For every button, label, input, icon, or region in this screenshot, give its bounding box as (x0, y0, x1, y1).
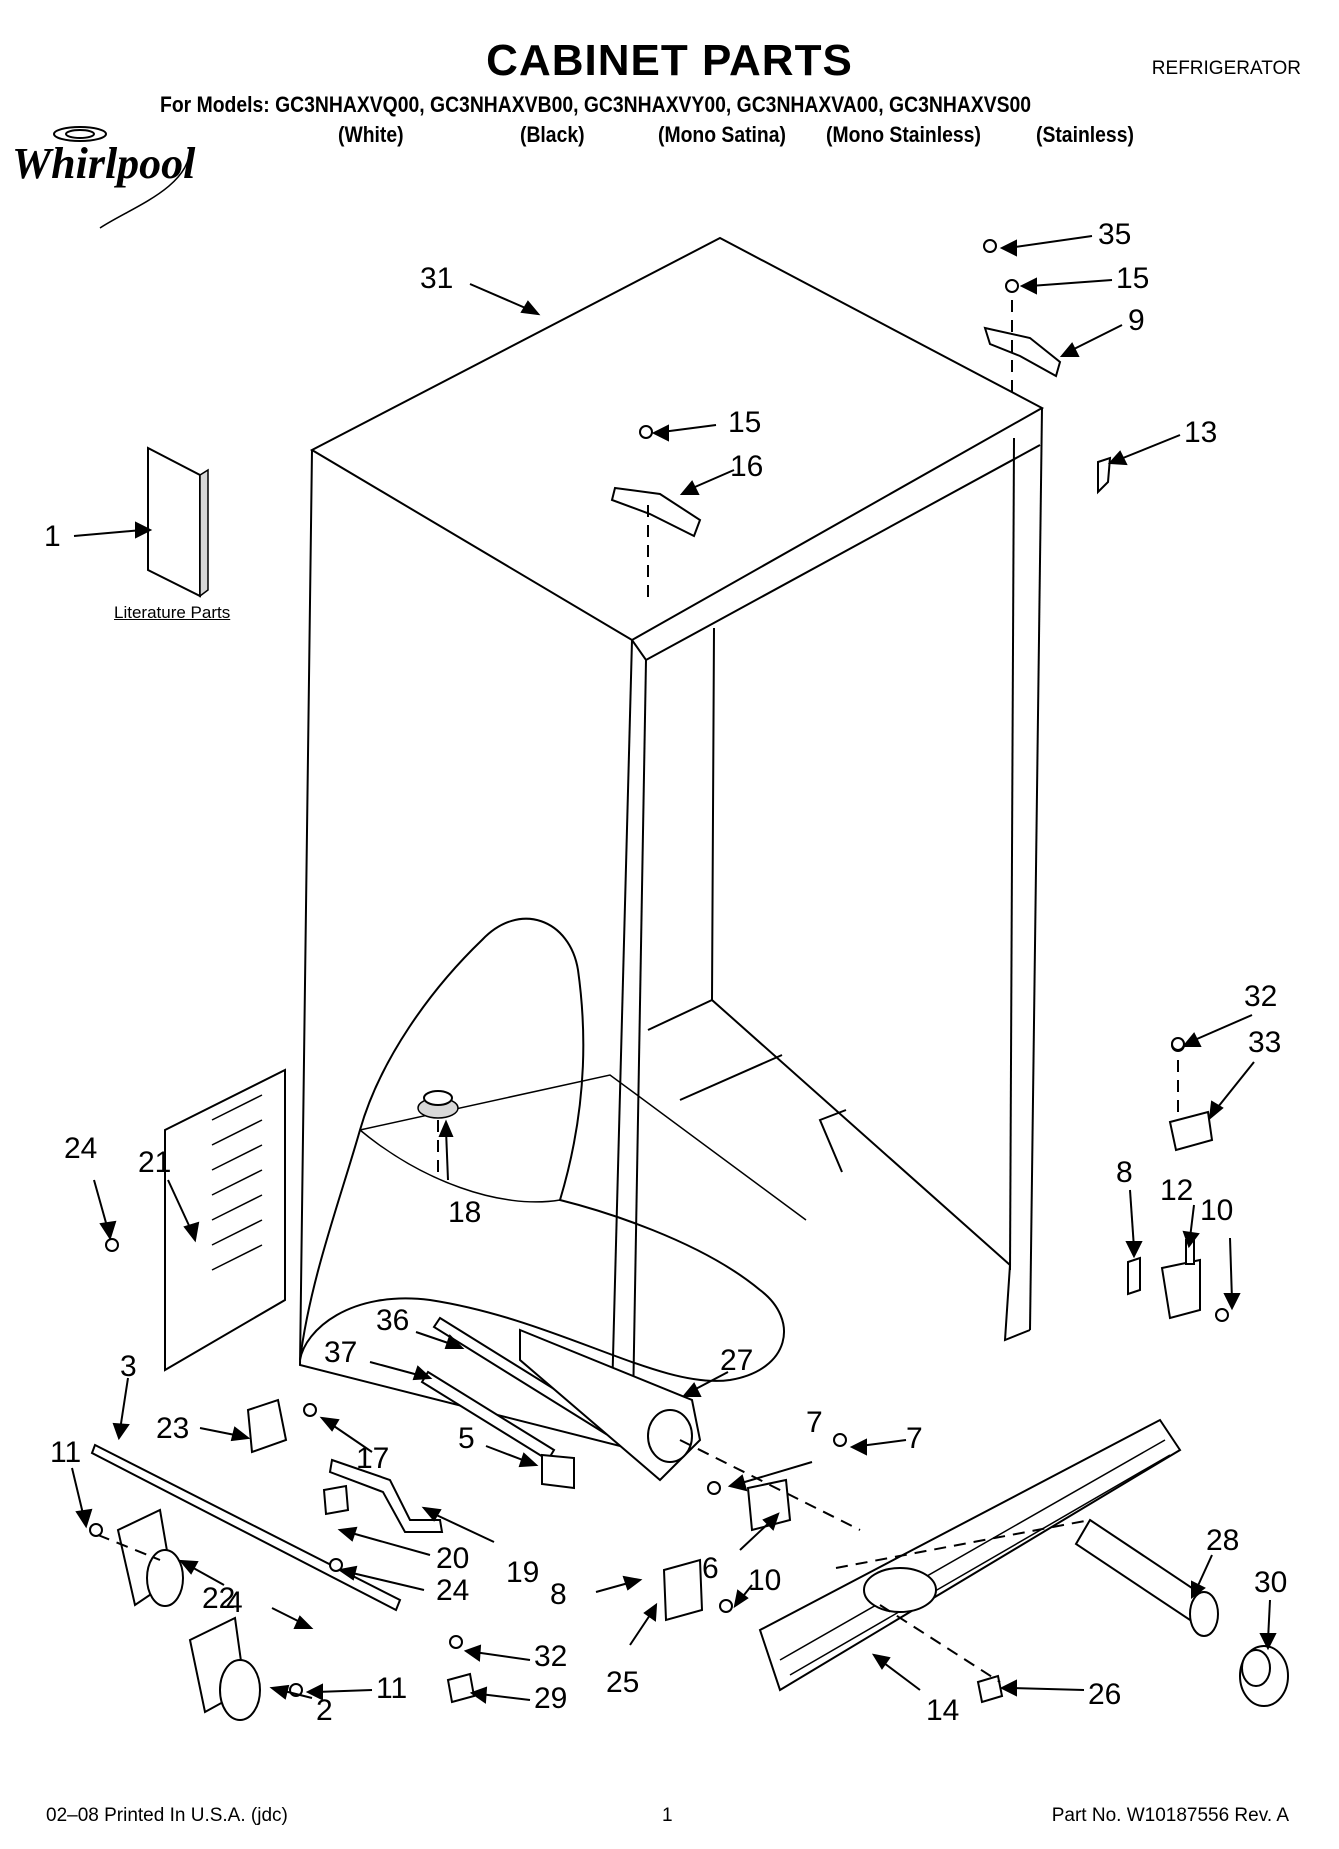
page-number: 1 (662, 1805, 673, 1826)
part-33-bracket (1168, 1110, 1214, 1152)
part-20-clip (322, 1484, 350, 1516)
callout-labels: 35 15 9 31 15 16 13 1 32 33 24 21 18 8 1… (44, 218, 1287, 1727)
part-27-water-valve (519, 1328, 702, 1482)
callout-37: 37 (324, 1336, 357, 1369)
callout-10-bottom: 10 (748, 1564, 781, 1597)
callout-1: 1 (44, 520, 61, 553)
callout-24-bottom: 24 (436, 1574, 469, 1607)
callout-4: 4 (226, 1586, 243, 1619)
callout-30: 30 (1254, 1566, 1287, 1599)
part-23-bracket (246, 1398, 288, 1454)
brand-logo: Whirlpool (12, 139, 196, 188)
page-title: CABINET PARTS (486, 36, 853, 85)
callout-35: 35 (1098, 218, 1131, 251)
variant-mono-stainless: (Mono Stainless) (826, 122, 981, 147)
callout-27: 27 (720, 1344, 753, 1377)
part-9-hinge-top (983, 326, 1062, 378)
variant-stainless: (Stainless) (1036, 122, 1134, 147)
callout-7-right: 7 (906, 1422, 923, 1455)
callout-5: 5 (458, 1422, 475, 1455)
part-21-grille (164, 1068, 286, 1372)
appliance-type: REFRIGERATOR (1151, 58, 1301, 79)
callout-6: 6 (702, 1552, 719, 1585)
callout-8-right: 8 (1116, 1156, 1133, 1189)
part-12-hinge-bottom (1160, 1239, 1201, 1320)
part-13-clip (1097, 456, 1112, 495)
callout-15-center: 15 (728, 406, 761, 439)
variant-mono-satina: (Mono Satina) (658, 122, 786, 147)
callout-8-bottom: 8 (550, 1578, 567, 1611)
callout-9: 9 (1128, 304, 1145, 337)
part-25-hinge (662, 1558, 704, 1622)
callout-2: 2 (316, 1694, 333, 1727)
callout-19: 19 (506, 1556, 539, 1589)
brand-swirl-icon (53, 126, 191, 229)
callout-33: 33 (1248, 1026, 1281, 1059)
literature-parts-label: Literature Parts (114, 603, 231, 622)
part-3-toe-rod (90, 1443, 402, 1612)
callout-36: 36 (376, 1304, 409, 1337)
model-list: For Models: GC3NHAXVQ00, GC3NHAXVB00, GC… (160, 92, 1032, 117)
callout-11-bottom: 11 (376, 1672, 407, 1705)
callout-18: 18 (448, 1196, 481, 1229)
callout-3: 3 (120, 1350, 137, 1383)
part-4-roller (116, 1508, 184, 1607)
part-29-clip (446, 1672, 476, 1704)
callout-11-left: 11 (50, 1436, 81, 1469)
callout-25: 25 (606, 1666, 639, 1699)
callout-26: 26 (1088, 1678, 1121, 1711)
callout-21: 21 (138, 1146, 171, 1179)
callout-12: 12 (1160, 1174, 1193, 1207)
print-info: 02–08 Printed In U.S.A. (jdc) (46, 1805, 288, 1826)
callout-23: 23 (156, 1412, 189, 1445)
part-1-literature-pack (147, 446, 209, 598)
callout-16: 16 (730, 450, 763, 483)
part-number: Part No. W10187556 Rev. A (1051, 1805, 1289, 1826)
part-5-filter-cover (541, 1453, 575, 1490)
part-19-tube (328, 1458, 444, 1533)
callout-22: 22 (202, 1582, 235, 1615)
callout-20: 20 (436, 1542, 469, 1575)
callout-32-bottom: 32 (534, 1640, 567, 1673)
part-26-clip (976, 1674, 1004, 1704)
callout-31: 31 (420, 262, 453, 295)
part-18-plug (417, 1090, 459, 1119)
part-30-filter-cap (1239, 1645, 1289, 1707)
variant-black: (Black) (520, 122, 585, 147)
part-28-water-filter (1074, 1518, 1219, 1637)
part-2-roller (188, 1616, 261, 1721)
part-14-toe-grille (758, 1418, 1182, 1692)
callout-13: 13 (1184, 416, 1217, 449)
callout-17: 17 (356, 1442, 389, 1475)
callout-32-right: 32 (1244, 980, 1277, 1013)
callout-14: 14 (926, 1694, 959, 1727)
callout-7-left: 7 (806, 1406, 823, 1439)
part-16-hinge-center (610, 486, 702, 538)
leader-arrows (71, 235, 1277, 1704)
callout-10-right: 10 (1200, 1194, 1233, 1227)
cabinet-shell (298, 236, 1045, 1451)
part-6-bracket (746, 1478, 792, 1532)
assembly-dashed-lines (97, 300, 1179, 1683)
callout-15-top: 15 (1116, 262, 1149, 295)
callout-28: 28 (1206, 1524, 1239, 1557)
part-8-shim (1127, 1256, 1141, 1296)
variant-white: (White) (338, 122, 404, 147)
callout-24-left: 24 (64, 1132, 97, 1165)
callout-29: 29 (534, 1682, 567, 1715)
